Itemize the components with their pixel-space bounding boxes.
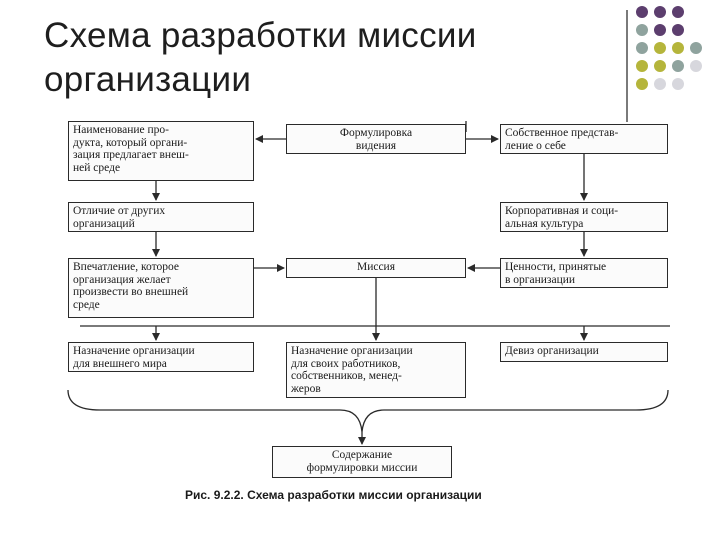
decor-dot <box>636 60 648 72</box>
decor-dot <box>636 24 648 36</box>
decor-dot <box>636 6 648 18</box>
box-values: Ценности, принятые в организации <box>500 258 668 288</box>
decor-dot <box>654 6 666 18</box>
decor-dot <box>672 42 684 54</box>
box-self-image: Собственное представ- ление о себе <box>500 124 668 154</box>
mission-diagram: Наименование про- дукта, который органи-… <box>60 118 676 498</box>
box-purpose-external: Назначение организации для внешнего мира <box>68 342 254 372</box>
decor-dot <box>636 78 648 90</box>
box-purpose-internal: Назначение организации для своих работни… <box>286 342 466 398</box>
decor-divider <box>626 10 628 122</box>
box-product-name: Наименование про- дукта, который органи-… <box>68 121 254 181</box>
decor-dot <box>654 42 666 54</box>
decor-dot <box>654 60 666 72</box>
box-impression: Впечатление, которое организация желает … <box>68 258 254 318</box>
box-mission: Миссия <box>286 258 466 278</box>
box-culture: Корпоративная и соци- альная культура <box>500 202 668 232</box>
decor-dot <box>672 60 684 72</box>
decor-dot <box>672 6 684 18</box>
decor-dot <box>690 42 702 54</box>
box-motto: Девиз организации <box>500 342 668 362</box>
decor-dot <box>672 24 684 36</box>
decor-dot <box>654 24 666 36</box>
figure-caption: Рис. 9.2.2. Схема разработки миссии орга… <box>185 488 482 502</box>
decor-dot <box>672 78 684 90</box>
box-vision: Формулировка видения <box>286 124 466 154</box>
slide-title: Схема разработки миссии организации <box>44 16 477 99</box>
diagram-connectors <box>67 121 670 445</box>
decor-dot <box>636 42 648 54</box>
decor-dot <box>654 78 666 90</box>
box-difference: Отличие от других организаций <box>68 202 254 232</box>
box-mission-content: Содержание формулировки миссии <box>272 446 452 478</box>
decor-dot-grid <box>636 6 716 116</box>
decor-dot <box>690 60 702 72</box>
